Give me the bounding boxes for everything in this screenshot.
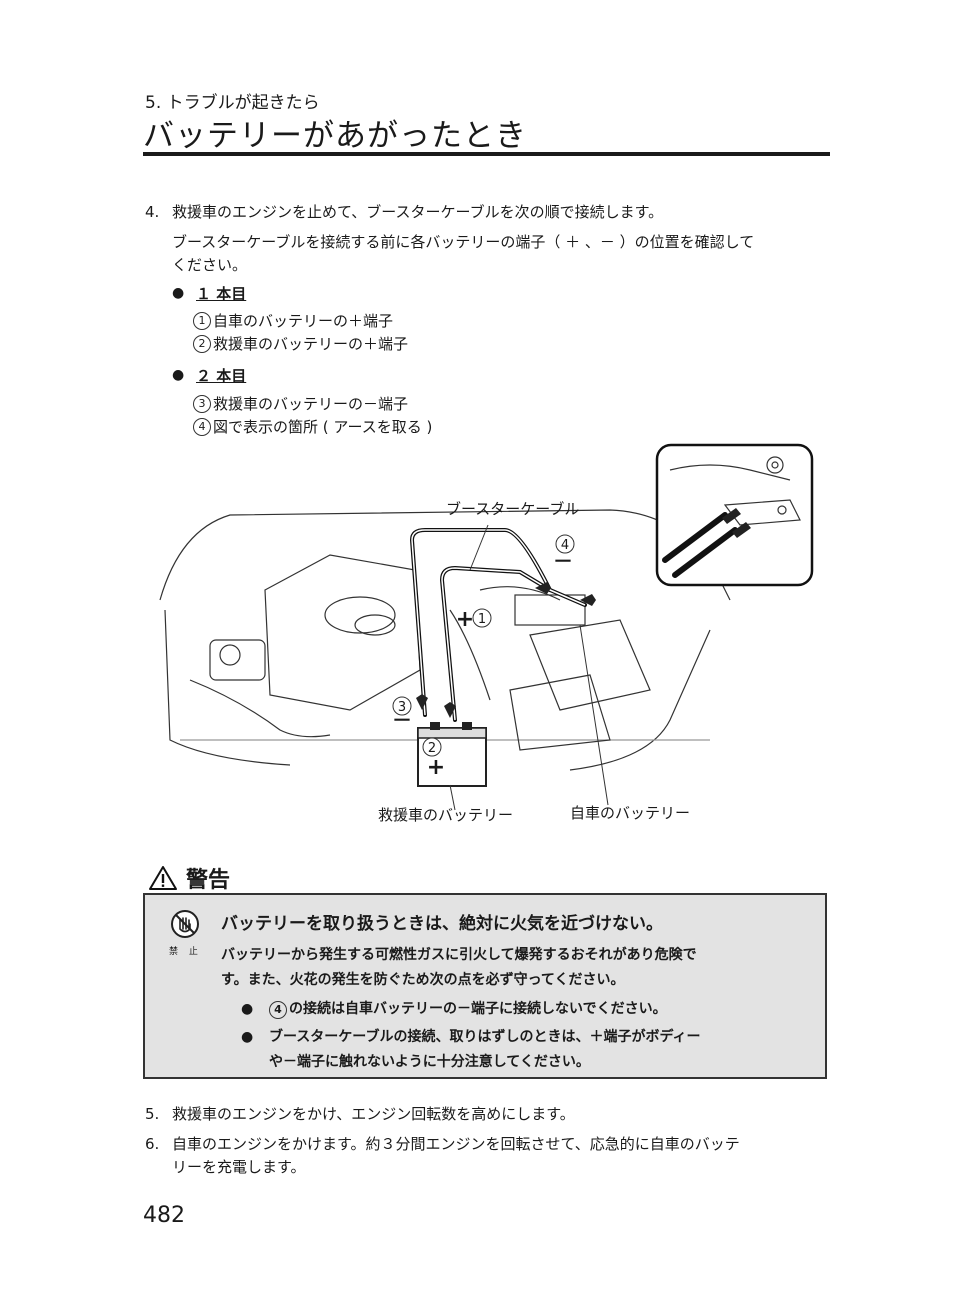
step-4-note-line2: ください。 [172, 256, 248, 274]
bullet-dot: ● [172, 367, 185, 383]
warning-triangle-icon [149, 866, 177, 890]
bullet-dot: ● [241, 1029, 254, 1045]
list-item: 1 自車のバッテリーの＋端子 [193, 310, 393, 331]
list-item-text: 自車のバッテリーの＋端子 [213, 312, 394, 330]
warning-bullet-1-text: の接続は自車バッテリーの－端子に接続しないでください。 [289, 1001, 667, 1017]
leader-rescue-battery [449, 784, 456, 811]
own-battery-label: 自車のバッテリー [570, 804, 690, 822]
leader-own-battery [579, 624, 609, 806]
warning-body-line2: す。また、火花の発生を防ぐため次の点を必ず守ってください。 [221, 972, 625, 988]
booster-cable-label: ブースターケーブル [446, 500, 579, 518]
second-cable-heading: ２ 本目 [196, 367, 247, 385]
step-5-text: 救援車のエンジンをかけ、エンジン回転数を高めにします。 [172, 1105, 575, 1123]
warning-body-line1: バッテリーから発生する可燃性ガスに引火して爆発するおそれがあり危険で [221, 947, 697, 963]
warning-bullet-1: 4 の接続は自車バッテリーの－端子に接続しないでください。 [269, 997, 667, 1022]
prohibited-hand-icon [171, 910, 200, 938]
step-4-note-line1: ブースターケーブルを接続する前に各バッテリーの端子（ ＋ 、－ ）の位置を確認し… [172, 233, 755, 251]
marker-4: 4 [561, 538, 569, 553]
step-6-number: 6. [145, 1135, 160, 1153]
step-6-line1: 自車のエンジンをかけます。約３分間エンジンを回転させて、応急的に自車のバッテ [172, 1135, 740, 1153]
warning-heading: 警告 [148, 862, 230, 894]
inset-detail [655, 443, 814, 587]
left-fender [164, 609, 291, 766]
marker-1: 1 [478, 612, 486, 627]
bullet-dot: ● [241, 1001, 254, 1017]
plus-sign: + [456, 607, 474, 632]
circled-number: 1 [193, 311, 211, 330]
own-battery [514, 594, 586, 626]
page-title: バッテリーがあがったとき [143, 118, 527, 154]
prohibit-caption: 禁 止 [169, 947, 202, 957]
warning-box: 禁 止 バッテリーを取り扱うときは、絶対に火気を近づけない。 バッテリーから発生… [143, 893, 827, 1079]
section-title: 5. トラブルが起きたら [145, 93, 320, 113]
right-fender [569, 629, 711, 771]
page-number: 482 [143, 1203, 185, 1228]
warning-bullet-2-line2: や－端子に触れないように十分注意してください。 [269, 1054, 590, 1070]
step-6-line2: リーを充電します。 [172, 1158, 306, 1176]
list-item-text: 図で表示の箇所 ( アースを取る ) [213, 418, 433, 436]
warning-bullet-2-line1: ブースターケーブルの接続、取りはずしのときは、＋端子がボディー [269, 1029, 701, 1045]
step-4-text: 救援車のエンジンを止めて、ブースターケーブルを次の順で接続します。 [172, 203, 664, 221]
warning-label: 警告 [186, 868, 231, 893]
list-item: 2 救援車のバッテリーの＋端子 [193, 333, 408, 354]
circled-number: 4 [269, 1000, 287, 1019]
title-rule [143, 152, 830, 156]
plus-sign: + [427, 755, 445, 780]
step-5-number: 5. [145, 1105, 160, 1123]
list-item: 3 救援車のバッテリーの－端子 [193, 393, 408, 414]
warning-body: バッテリーから発生する可燃性ガスに引火して爆発するおそれがあり危険で す。また、… [221, 943, 811, 993]
engine-bay-diagram: ブースターケーブル 救援車のバッテリー 自車のバッテリー 1 + 2 + 3 －… [159, 443, 814, 824]
circled-number: 4 [193, 417, 211, 436]
air-box [529, 619, 651, 711]
first-cable-heading: １ 本目 [196, 285, 247, 303]
leader-booster [469, 524, 489, 571]
circled-number: 3 [193, 394, 211, 413]
marker-2: 2 [428, 741, 436, 756]
hood-outline [159, 509, 731, 601]
list-item: 4 図で表示の箇所 ( アースを取る ) [193, 416, 432, 437]
rescue-battery-label: 救援車のバッテリー [378, 806, 513, 824]
circled-number: 2 [193, 334, 211, 353]
marker-3: 3 [398, 700, 406, 715]
bullet-dot: ● [172, 285, 185, 301]
clamps [416, 582, 596, 718]
rescue-battery [417, 722, 487, 787]
list-item-text: 救援車のバッテリーの－端子 [213, 395, 409, 413]
step-4-number: 4. [145, 203, 160, 221]
warning-title: バッテリーを取り扱うときは、絶対に火気を近づけない。 [221, 914, 663, 934]
list-item-text: 救援車のバッテリーの＋端子 [213, 335, 409, 353]
minus-sign: － [392, 708, 412, 732]
prohibit-sign: 禁 止 [169, 909, 202, 957]
reservoir [209, 639, 266, 681]
engine-cover [264, 554, 421, 711]
minus-sign: － [553, 549, 573, 573]
